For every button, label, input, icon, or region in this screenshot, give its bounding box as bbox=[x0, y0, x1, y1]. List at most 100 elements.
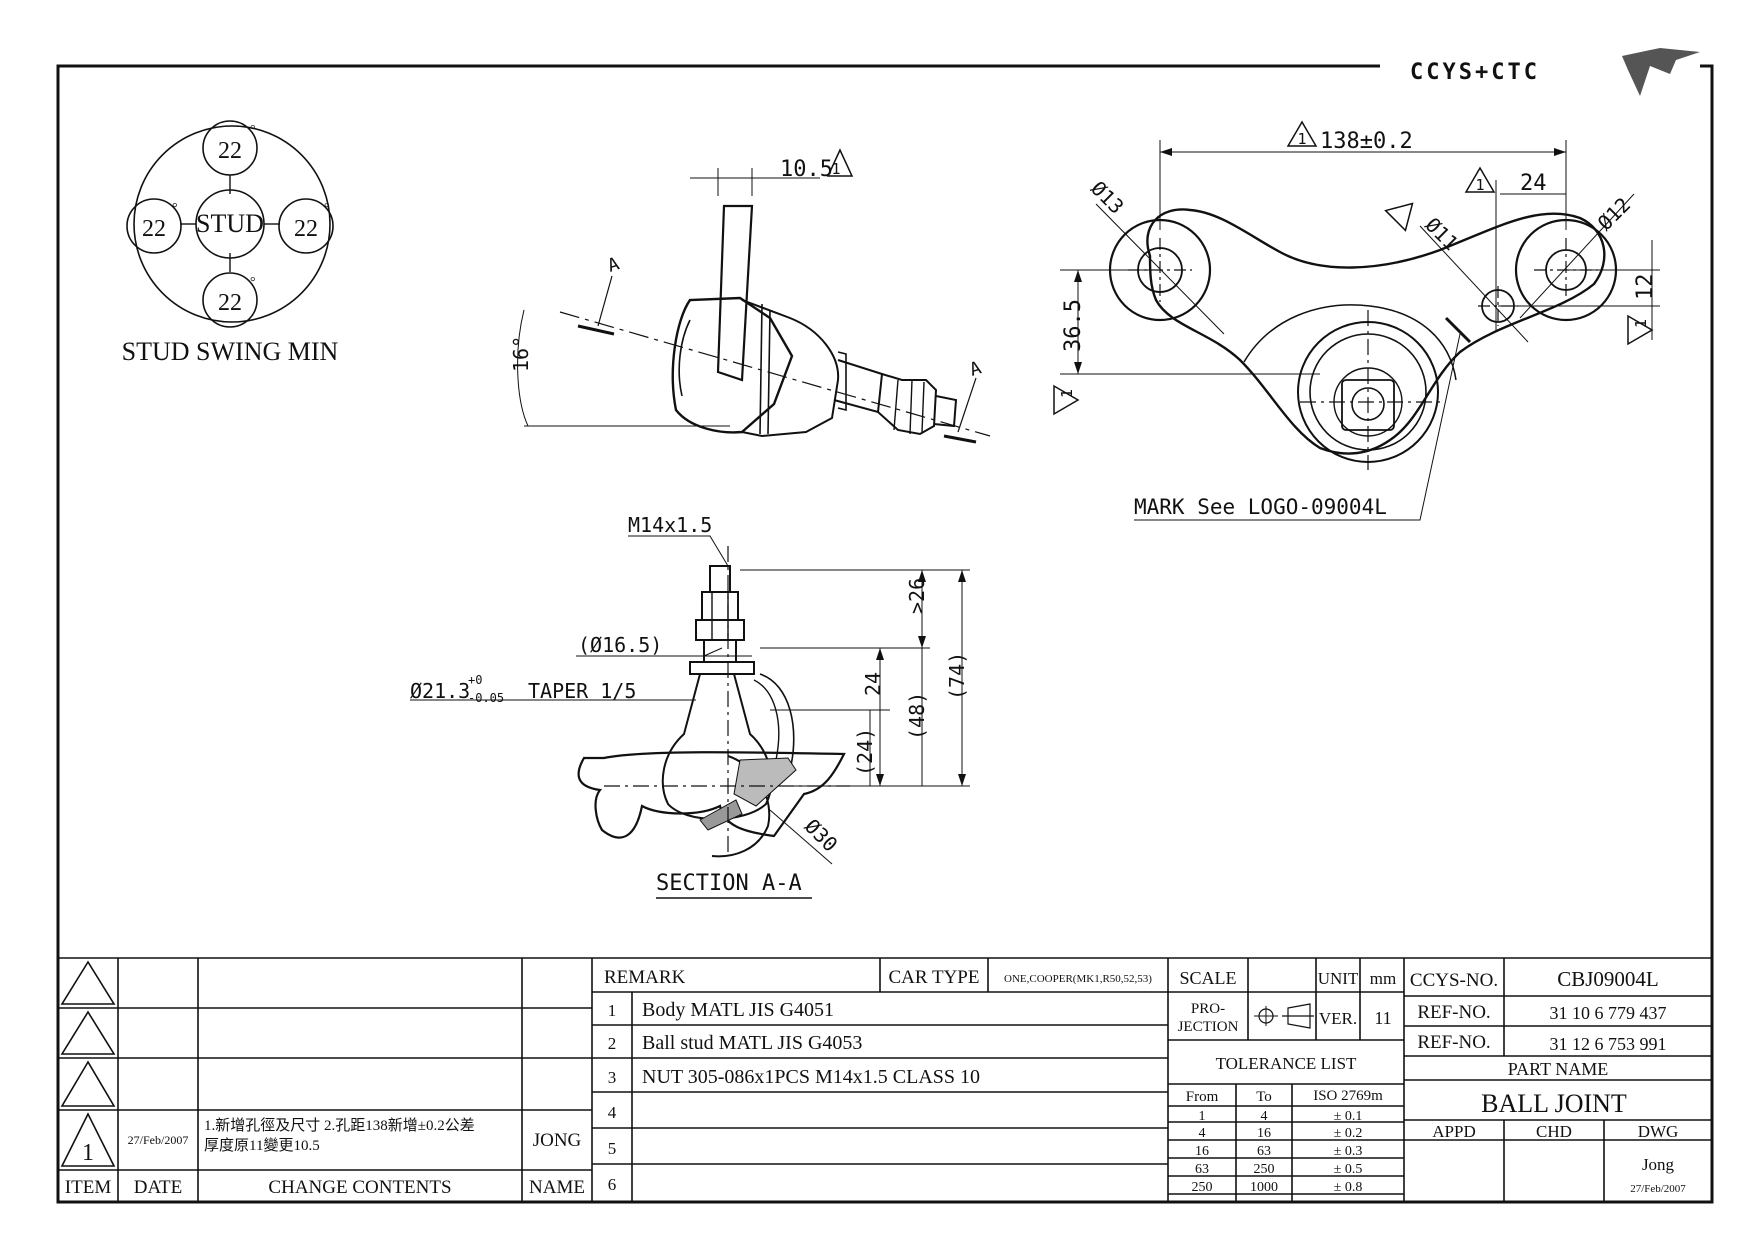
svg-text:1: 1 bbox=[1297, 130, 1306, 148]
ref-no-1-label: REF-NO. bbox=[1417, 1002, 1490, 1023]
swing-left-value: 22 bbox=[142, 216, 166, 242]
cut-mark-a-bottom: A bbox=[967, 357, 984, 380]
svg-text:16: 16 bbox=[1195, 1144, 1209, 1159]
mark-note: MARK See LOGO-09004L bbox=[1134, 495, 1387, 519]
top-view: 1 138±0.2 1 24 Ø13 Ø11 Ø12 bbox=[1053, 120, 1660, 521]
swing-top-value: 22 bbox=[218, 138, 242, 164]
dim-24-ref: (24) bbox=[853, 728, 877, 776]
ball-housing bbox=[671, 296, 794, 434]
svg-text:+0: +0 bbox=[468, 673, 482, 687]
svg-text:1: 1 bbox=[1632, 319, 1650, 328]
dim-offset-24: 24 bbox=[1520, 171, 1547, 196]
revision-item: 1 bbox=[82, 1140, 94, 1166]
cut-mark-a-top: A bbox=[605, 253, 622, 276]
side-view: 10.5 1 A A 16° bbox=[509, 148, 991, 444]
stud-swing-diagram: STUD 22 22 22 22 ° ° ° ° STUD SWING MIN bbox=[122, 120, 339, 366]
ccys-no-value: CBJ09004L bbox=[1557, 967, 1659, 991]
part-name-value: BALL JOINT bbox=[1481, 1089, 1627, 1118]
svg-text:16: 16 bbox=[1257, 1126, 1271, 1141]
svg-text:°: ° bbox=[250, 123, 256, 138]
svg-text:1: 1 bbox=[831, 160, 840, 178]
remark-row-2: Ball stud MATL JIS G4053 bbox=[642, 1032, 862, 1054]
tol-header-to: To bbox=[1256, 1089, 1272, 1105]
header-name: NAME bbox=[529, 1177, 585, 1198]
dim-74: (74) bbox=[945, 652, 969, 700]
tolerance-title: TOLERANCE LIST bbox=[1216, 1054, 1357, 1073]
swing-right-value: 22 bbox=[294, 216, 318, 242]
svg-text:63: 63 bbox=[1257, 1144, 1271, 1159]
car-type-label: CAR TYPE bbox=[889, 967, 980, 988]
revision-content-line1: 1.新增孔徑及尺寸 2.孔距138新增±0.2公差 bbox=[204, 1117, 475, 1134]
svg-text:250: 250 bbox=[1192, 1180, 1213, 1195]
header-date: DATE bbox=[134, 1177, 183, 1198]
control-arm-outline bbox=[1146, 208, 1606, 455]
swing-bottom-value: 22 bbox=[218, 290, 242, 316]
revision-name: JONG bbox=[533, 1130, 582, 1151]
svg-text:°: ° bbox=[324, 201, 330, 216]
company-logo: CCYS+CTC bbox=[1410, 48, 1700, 96]
ccys-no-label: CCYS-NO. bbox=[1410, 970, 1498, 991]
swing-range-circle bbox=[133, 125, 331, 323]
section-a-a: M14x1.5 (Ø16.5) Ø21.3 +0 -0.05 TAPER 1/5… bbox=[410, 513, 970, 899]
unit-value: mm bbox=[1370, 969, 1396, 988]
swing-center-label: STUD bbox=[196, 209, 264, 238]
svg-text:1: 1 bbox=[1475, 176, 1484, 194]
unit-label: UNIT bbox=[1318, 969, 1359, 988]
svg-text:63: 63 bbox=[1195, 1162, 1209, 1177]
svg-text:TAPER 1/5: TAPER 1/5 bbox=[528, 679, 636, 703]
header-item: ITEM bbox=[65, 1177, 112, 1198]
swing-caption: STUD SWING MIN bbox=[122, 337, 339, 366]
dim-12: 12 bbox=[1633, 274, 1658, 301]
projection-label: PRO- bbox=[1191, 1001, 1225, 1017]
svg-text:1000: 1000 bbox=[1250, 1180, 1278, 1195]
svg-text:°: ° bbox=[172, 201, 178, 216]
svg-text:°: ° bbox=[250, 275, 256, 290]
ver-label: VER. bbox=[1319, 1009, 1357, 1028]
svg-text:4: 4 bbox=[608, 1103, 617, 1122]
svg-text:1: 1 bbox=[1058, 389, 1076, 398]
dim-angle: 16° bbox=[509, 336, 533, 372]
car-type-value: ONE,COOPER(MK1,R50,52,53) bbox=[1004, 973, 1152, 985]
revision-content-line2: 厚度原11變更10.5 bbox=[204, 1137, 320, 1154]
tol-header-iso: ISO 2769m bbox=[1313, 1088, 1383, 1104]
svg-text:250: 250 bbox=[1254, 1162, 1275, 1177]
revision-date: 27/Feb/2007 bbox=[128, 1133, 189, 1147]
ref-no-2-value: 31 12 6 753 991 bbox=[1550, 1034, 1667, 1054]
svg-text:± 0.5: ± 0.5 bbox=[1334, 1162, 1363, 1177]
dim-26: >26 bbox=[905, 578, 929, 614]
section-housing bbox=[577, 751, 846, 839]
svg-text:1: 1 bbox=[1199, 1109, 1206, 1124]
svg-text:JECTION: JECTION bbox=[1178, 1019, 1239, 1035]
drawing-frame bbox=[56, 64, 1714, 1204]
ref-no-1-value: 31 10 6 779 437 bbox=[1550, 1003, 1667, 1023]
dim-dia-16-5: (Ø16.5) bbox=[578, 633, 662, 657]
dim-hole-13: Ø13 bbox=[1086, 176, 1129, 219]
svg-text:2: 2 bbox=[608, 1034, 617, 1053]
part-name-label: PART NAME bbox=[1508, 1059, 1608, 1079]
dim-thread: M14x1.5 bbox=[628, 513, 712, 537]
dim-offset: 10.5 bbox=[780, 157, 833, 182]
dim-36-5: 36.5 bbox=[1061, 299, 1086, 352]
drawn-by: Jong bbox=[1642, 1155, 1675, 1174]
section-title: SECTION A-A bbox=[656, 871, 802, 896]
dim-24: 24 bbox=[861, 672, 885, 696]
remark-header: REMARK bbox=[604, 967, 686, 988]
title-block-table bbox=[58, 957, 1712, 1202]
svg-text:5: 5 bbox=[608, 1139, 617, 1158]
svg-text:CCYS+CTC: CCYS+CTC bbox=[1410, 60, 1540, 85]
svg-text:± 0.8: ± 0.8 bbox=[1334, 1180, 1363, 1195]
remark-row-1: Body MATL JIS G4051 bbox=[642, 999, 834, 1021]
remark-row-3: NUT 305-086x1PCS M14x1.5 CLASS 10 bbox=[642, 1066, 980, 1088]
drawn-date: 27/Feb/2007 bbox=[1630, 1183, 1686, 1195]
dim-ball-30: Ø30 bbox=[800, 814, 843, 857]
dwg-label: DWG bbox=[1638, 1122, 1679, 1141]
svg-text:4: 4 bbox=[1199, 1126, 1206, 1141]
svg-text:± 0.2: ± 0.2 bbox=[1334, 1126, 1363, 1141]
dim-dia-21-3: Ø21.3 bbox=[410, 679, 470, 703]
chd-label: CHD bbox=[1536, 1122, 1572, 1141]
ref-no-2-label: REF-NO. bbox=[1417, 1032, 1490, 1053]
svg-text:± 0.3: ± 0.3 bbox=[1334, 1144, 1363, 1159]
svg-text:4: 4 bbox=[1261, 1109, 1268, 1124]
svg-text:-0.05: -0.05 bbox=[468, 691, 504, 705]
